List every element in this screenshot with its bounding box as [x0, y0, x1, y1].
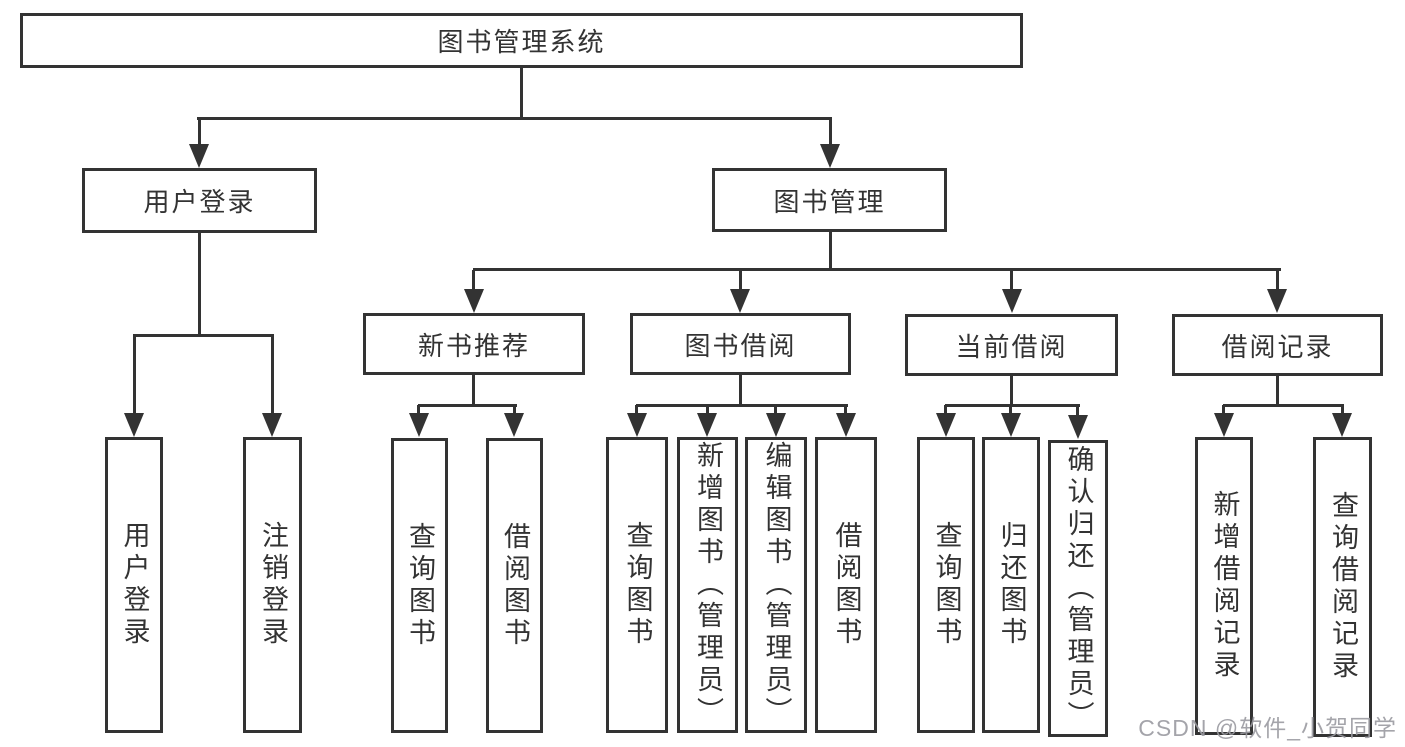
- connector-stem: [417, 405, 420, 415]
- leaf-query-books-recommend: 查询图书: [391, 438, 448, 733]
- leaf-add-books-admin: 新增图书（管理员）: [677, 437, 738, 733]
- arrow-down-icon: [1002, 289, 1022, 313]
- arrow-down-icon: [936, 413, 956, 437]
- arrow-down-icon: [124, 413, 144, 437]
- connector-stem: [1009, 405, 1012, 415]
- connector-stem: [774, 405, 777, 415]
- connector-stem: [844, 405, 847, 415]
- connector-line: [1276, 376, 1279, 406]
- connector-stem: [1010, 270, 1013, 291]
- connector-stem: [829, 119, 832, 146]
- node-root: 图书管理系统: [20, 13, 1023, 68]
- arrow-down-icon: [730, 289, 750, 313]
- node-new-book-recommend: 新书推荐: [363, 313, 585, 375]
- connector-stem: [1076, 405, 1079, 415]
- connector-line: [472, 375, 475, 406]
- leaf-borrow-books-recommend: 借阅图书: [486, 438, 543, 733]
- arrow-down-icon: [1332, 413, 1352, 437]
- connector-stem: [1222, 405, 1225, 415]
- arrow-down-icon: [262, 413, 282, 437]
- arrow-down-icon: [697, 413, 717, 437]
- arrow-down-icon: [820, 144, 840, 168]
- connector-stem: [1276, 270, 1279, 291]
- connector-line: [636, 404, 848, 407]
- arrow-down-icon: [1001, 413, 1021, 437]
- connector-stem: [1341, 405, 1344, 415]
- leaf-borrow-books: 借阅图书: [815, 437, 877, 733]
- leaf-edit-books-admin: 编辑图书（管理员）: [745, 437, 807, 733]
- arrow-down-icon: [464, 289, 484, 313]
- connector-line: [1223, 404, 1344, 407]
- connector-stem: [271, 336, 274, 415]
- connector-stem: [635, 405, 638, 415]
- connector-line: [133, 334, 274, 337]
- connector-stem: [739, 270, 742, 291]
- arrow-down-icon: [504, 413, 524, 437]
- node-book-borrowing: 图书借阅: [630, 313, 851, 375]
- leaf-add-borrow-record: 新增借阅记录: [1195, 437, 1253, 735]
- leaf-query-books-current: 查询图书: [917, 437, 975, 733]
- connector-line: [197, 117, 832, 120]
- arrow-down-icon: [836, 413, 856, 437]
- leaf-query-books-borrowing: 查询图书: [606, 437, 668, 733]
- connector-stem: [133, 336, 136, 415]
- connector-stem: [513, 405, 516, 415]
- connector-line: [829, 232, 832, 270]
- node-borrow-records: 借阅记录: [1172, 314, 1383, 376]
- connector-line: [473, 268, 1281, 271]
- connector-line: [945, 404, 1080, 407]
- connector-line: [520, 68, 523, 119]
- arrow-down-icon: [1267, 289, 1287, 313]
- arrow-down-icon: [1068, 415, 1088, 439]
- connector-line: [198, 233, 201, 336]
- connector-stem: [198, 119, 201, 146]
- leaf-logout: 注销登录: [243, 437, 302, 733]
- arrow-down-icon: [409, 413, 429, 437]
- csdn-watermark: CSDN @软件_小贺同学: [1138, 715, 1397, 741]
- arrow-down-icon: [1214, 413, 1234, 437]
- connector-stem: [944, 405, 947, 415]
- leaf-query-borrow-record: 查询借阅记录: [1313, 437, 1372, 737]
- node-current-borrowing: 当前借阅: [905, 314, 1118, 376]
- arrow-down-icon: [189, 144, 209, 168]
- connector-stem: [472, 270, 475, 291]
- leaf-confirm-return-admin: 确认归还（管理员）: [1048, 440, 1108, 737]
- connector-line: [418, 404, 517, 407]
- node-book-management: 图书管理: [712, 168, 947, 232]
- connector-line: [1010, 375, 1013, 406]
- arrow-down-icon: [627, 413, 647, 437]
- connector-stem: [706, 405, 709, 415]
- connector-line: [739, 375, 742, 406]
- leaf-return-books: 归还图书: [982, 437, 1040, 733]
- arrow-down-icon: [766, 413, 786, 437]
- node-user-login: 用户登录: [82, 168, 317, 233]
- leaf-user-login: 用户登录: [105, 437, 163, 733]
